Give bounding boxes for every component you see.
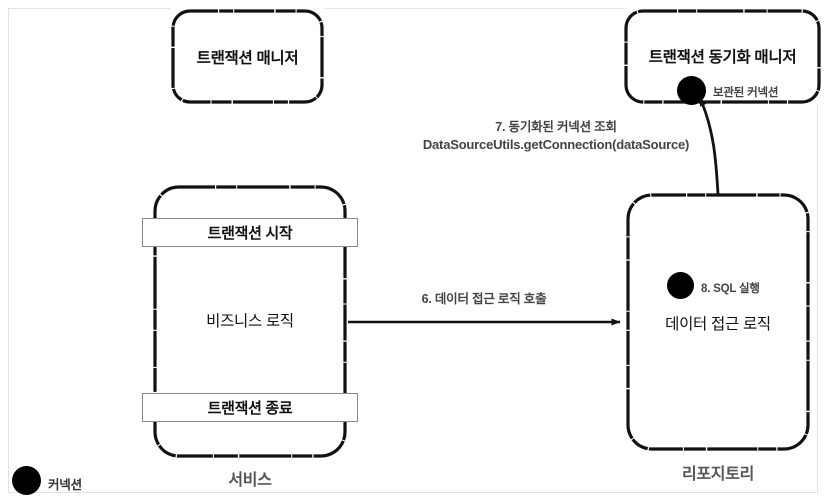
edge-label-line-1: 7. 동기화된 커넥션 조회 [495, 120, 617, 134]
sql-execute-dot [667, 272, 694, 299]
legend-connection-label: 커넥션 [48, 478, 82, 492]
box-outline [171, 9, 324, 104]
stored-connection-dot [677, 76, 706, 105]
edge-label-repository-to-sync-manager: 7. 동기화된 커넥션 조회 DataSourceUtils.getConnec… [396, 118, 716, 155]
band-transaction-start[interactable]: 트랜잭션 시작 [142, 218, 358, 247]
box-repository[interactable]: 8. SQL 실행 데이터 접근 로직 [625, 192, 811, 452]
stored-connection-label: 보관된 커넥션 [713, 87, 779, 99]
box-outline [153, 185, 347, 458]
caption-service: 서비스 [228, 472, 272, 489]
box-transaction-sync-manager[interactable]: 트랜잭션 동기화 매니저 보관된 커넥션 [623, 8, 822, 105]
box-transaction-manager[interactable]: 트랜잭션 매니저 [170, 8, 325, 105]
box-service-body-label: 비즈니스 로직 [206, 313, 294, 330]
caption-repository: 리포지토리 [681, 466, 755, 483]
box-transaction-sync-manager-title: 트랜잭션 동기화 매니저 [648, 49, 797, 66]
legend-connection-dot [12, 466, 41, 495]
sql-execute-label: 8. SQL 실행 [701, 283, 760, 295]
band-transaction-end[interactable]: 트랜잭션 종료 [142, 393, 358, 422]
box-repository-body-label: 데이터 접근 로직 [665, 316, 771, 333]
box-transaction-manager-title: 트랜잭션 매니저 [196, 50, 299, 67]
box-outline [626, 193, 810, 451]
box-outline [624, 9, 821, 104]
edge-label-service-to-repository: 6. 데이터 접근 로직 호출 [421, 292, 547, 306]
edge-label-line-2: DataSourceUtils.getConnection(dataSource… [422, 137, 690, 153]
